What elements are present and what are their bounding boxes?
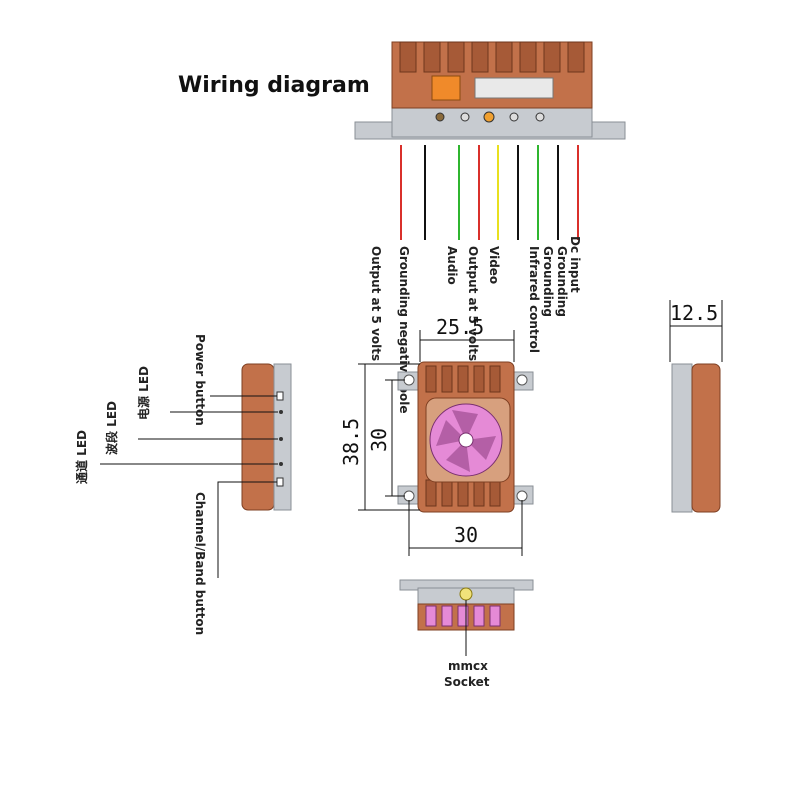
socket-label: Socket <box>444 675 490 689</box>
mount-hole-br <box>516 490 528 502</box>
wire-label-3: Audio <box>445 246 459 285</box>
mount-hole-tl <box>403 374 415 386</box>
dim-top-width: 25.5 <box>436 315 484 339</box>
module-bottom-view <box>399 579 534 656</box>
dimension-lines <box>358 330 523 556</box>
wire-label-5: Video <box>487 246 501 284</box>
module-left-view <box>100 363 292 578</box>
power-led-label: 电源 LED <box>136 366 151 420</box>
module-top-view <box>354 41 626 140</box>
power-button-icon <box>276 391 284 401</box>
wire-labels: Output at 5 volts Grounding negative pol… <box>369 236 582 414</box>
right-base <box>671 363 693 513</box>
dim-outer-height: 38.5 <box>339 418 363 466</box>
module-base <box>391 106 593 138</box>
dim-inner-height: 30 <box>367 428 391 452</box>
right-heatsink <box>691 363 721 513</box>
band-led-icon <box>279 437 283 441</box>
wire-label-1: Output at 5 volts <box>369 246 383 361</box>
wire-label-7: Infrared control <box>527 246 541 353</box>
left-heatsink <box>241 363 275 511</box>
white-connector <box>474 77 554 99</box>
diagram-title: Wiring diagram <box>178 73 370 98</box>
wire-label-9: Dc input <box>568 236 582 293</box>
module-right-view <box>669 300 723 513</box>
wire-group <box>400 145 579 240</box>
port-hole-5 <box>535 112 545 122</box>
heatsink-fins <box>399 41 585 73</box>
band-led-label: 波段 LED <box>104 401 119 455</box>
mount-hole-bl <box>403 490 415 502</box>
channel-led-label: 通道 LED <box>74 430 89 484</box>
port-hole-1 <box>435 112 445 122</box>
mount-hole-tr <box>516 374 528 386</box>
channel-led-icon <box>279 462 283 466</box>
port-hole-2 <box>460 112 470 122</box>
port-hole-4 <box>509 112 519 122</box>
mmcx-socket-icon <box>459 587 473 601</box>
module-front-view <box>397 361 534 513</box>
dim-bottom-width: 30 <box>454 523 478 547</box>
dim-thickness: 12.5 <box>670 301 718 325</box>
fan-hub <box>458 432 474 448</box>
power-led-icon <box>279 410 283 414</box>
wire-label-6: Grounding <box>541 246 555 317</box>
front-fins <box>425 365 501 507</box>
channel-band-button-label: Channel/Band button <box>193 492 207 635</box>
left-base <box>273 363 292 511</box>
bottom-fins <box>425 605 501 627</box>
wire-label-4: Output at 5 volts <box>466 246 480 361</box>
channel-band-button-leader <box>217 481 277 578</box>
orange-connector <box>431 75 461 101</box>
port-hole-3 <box>483 111 495 123</box>
channel-band-button-icon <box>276 477 284 487</box>
power-button-label: Power button <box>193 334 207 426</box>
wire-label-8: Grounding <box>555 246 569 317</box>
mmcx-label: mmcx <box>448 659 488 673</box>
